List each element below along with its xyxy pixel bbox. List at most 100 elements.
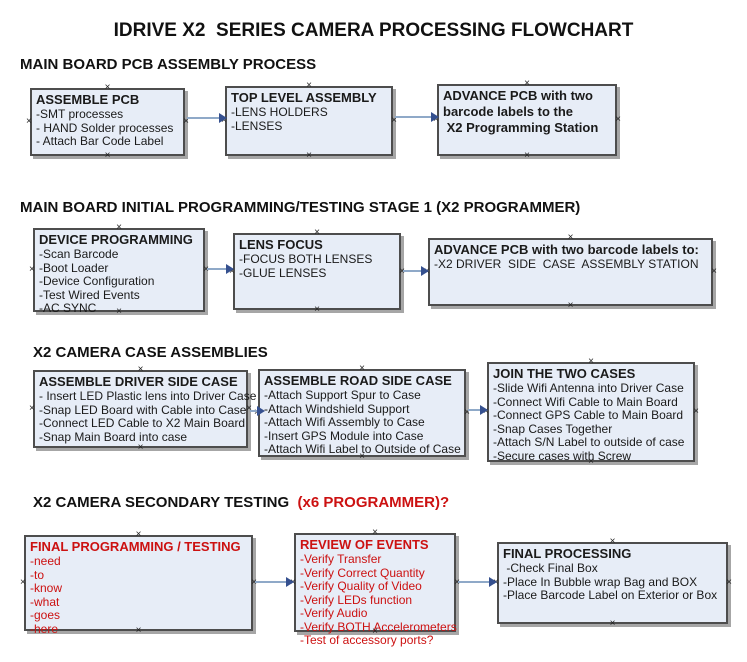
box-item: -Snap Cases Together <box>493 421 613 436</box>
section-heading-red-text: (x6 PROGRAMMER)? <box>293 494 450 511</box>
box-title: ADVANCE PCB with two barcode labels to: <box>434 242 699 257</box>
flow-box-assemble-driver-side-case: ASSEMBLE DRIVER SIDE CASE - Insert LED P… <box>29 365 257 453</box>
box-item: barcode labels to the <box>443 104 574 119</box>
box-item: - HAND Solder processes <box>36 120 174 135</box>
flow-box-assemble-road-side-case: ASSEMBLE ROAD SIDE CASE -Attach Support … <box>254 364 470 462</box>
connection-handle-icon: × <box>29 264 35 275</box>
connector-arrow-5 <box>250 406 265 416</box>
section-heading-text: MAIN BOARD PCB ASSEMBLY PROCESS <box>20 56 317 73</box>
box-item: -Test Wired Events <box>39 287 140 302</box>
box-item: -Boot Loader <box>39 260 109 275</box>
connection-handle-icon: × <box>711 266 717 277</box>
box-item: -Verify Quality of Video <box>300 579 422 593</box>
box-item: -Verify Correct Quantity <box>300 565 425 580</box>
box-items: -X2 DRIVER SIDE CASE ASSEMBLY STATION <box>434 257 707 272</box>
box-item: -need <box>30 554 61 568</box>
box-title: DEVICE PROGRAMMING <box>39 232 193 247</box>
box-items: -SMT processes- HAND Solder processes- A… <box>36 107 179 149</box>
box-items: -LENS HOLDERS-LENSES <box>231 105 387 133</box>
flow-box-join-the-two-cases: JOIN THE TWO CASES -Slide Wifi Antenna i… <box>483 357 699 467</box>
section-heading-text: X2 CAMERA SECONDARY TESTING <box>33 494 294 511</box>
connection-handle-icon: × <box>246 403 252 414</box>
connection-handle-icon: × <box>726 577 732 588</box>
box-item: - Insert LED Plastic lens into Driver Ca… <box>39 389 257 403</box>
flow-box-lens-focus: LENS FOCUS -FOCUS BOTH LENSES-GLUE LENSE… <box>229 228 405 315</box>
connection-handle-icon: × <box>314 304 320 315</box>
box-item: -SMT processes <box>36 107 124 121</box>
box-item: -Attach Wifi Assembly to Case <box>264 415 425 429</box>
connector-arrow-3 <box>207 264 234 274</box>
box-item: -LENSES <box>231 118 283 133</box>
box-item: -Test of accessory ports? <box>300 633 434 647</box>
flow-box-assemble-pcb: ASSEMBLE PCB -SMT processes- HAND Solder… <box>26 83 189 161</box>
box-item: -Connect Wifi Cable to Main Board <box>493 394 678 409</box>
box-items: -Slide Wifi Antenna into Driver Case-Con… <box>493 381 689 463</box>
box-item: -LENS HOLDERS <box>231 105 328 119</box>
box-item: -GLUE LENSES <box>239 265 327 280</box>
flow-box-final-programming-testing: FINAL PROGRAMMING / TESTING -need-to-kno… <box>20 530 257 636</box>
connection-handle-icon: × <box>524 150 530 161</box>
box-item: -X2 DRIVER SIDE CASE ASSEMBLY STATION <box>434 257 699 271</box>
box-item: -Attach Windshield Support <box>264 401 410 416</box>
box-item: -goes <box>30 608 61 622</box>
box-title: LENS FOCUS <box>239 237 323 252</box>
box-item: -Attach Wifi Label to Outside of Case <box>264 442 461 456</box>
flow-box-advance-pcb-driver-side-station: ADVANCE PCB with two barcode labels to: … <box>424 233 717 311</box>
connection-handle-icon: × <box>29 403 35 414</box>
box-item: -know <box>30 581 63 595</box>
box-items: -Check Final Box-Place In Bubble wrap Ba… <box>503 561 722 603</box>
flow-box-review-of-events: REVIEW OF EVENTS -Verify Transfer-Verify… <box>290 528 460 647</box>
section-heading-text: X2 CAMERA CASE ASSEMBLIES <box>33 344 268 361</box>
box-item: -Place Barcode Label on Exterior or Box <box>503 588 718 602</box>
connector-arrow-2 <box>395 112 439 122</box>
flow-box-final-processing: FINAL PROCESSING -Check Final Box-Place … <box>493 537 732 629</box>
section-heading-pcb-assembly: MAIN BOARD PCB ASSEMBLY PROCESS <box>20 56 316 73</box>
connector-arrow-7 <box>255 577 294 587</box>
box-item: -Snap LED Board with Cable into Case <box>39 402 247 417</box>
box-item: -here <box>30 621 59 636</box>
box-items: -need-to-know-what-goes-here <box>30 554 247 636</box>
connection-handle-icon: × <box>615 114 621 125</box>
box-items: -Verify Transfer-Verify Correct Quantity… <box>300 552 457 648</box>
box-item: - Attach Bar Code Label <box>36 134 164 148</box>
box-item: -Verify BOTH Accelerometers <box>300 619 457 634</box>
connector-arrow-1 <box>187 113 227 123</box>
box-title: ADVANCE PCB with two <box>443 88 593 103</box>
box-title: ASSEMBLE PCB <box>36 92 140 107</box>
box-item: -Snap Main Board into case <box>39 429 188 444</box>
connection-handle-icon: × <box>609 618 616 629</box>
box-item: -Verify Audio <box>300 606 368 620</box>
box-title: TOP LEVEL ASSEMBLY <box>231 90 377 105</box>
box-title: JOIN THE TWO CASES <box>493 366 636 381</box>
box-title: FINAL PROGRAMMING / TESTING <box>30 539 241 554</box>
connector-arrow-8 <box>458 577 497 587</box>
box-item: -Device Configuration <box>39 274 155 288</box>
box-item: -Slide Wifi Antenna into Driver Case <box>493 381 684 395</box>
box-item: X2 Programming Station <box>443 120 599 135</box>
connection-handle-icon: × <box>20 577 26 588</box>
box-item: -Attach S/N Label to outside of case <box>493 435 685 449</box>
box-title: REVIEW OF EVENTS <box>300 537 429 552</box>
box-items: - Insert LED Plastic lens into Driver Ca… <box>39 389 257 444</box>
connection-handle-icon: × <box>567 300 574 311</box>
connection-handle-icon: × <box>26 116 32 127</box>
box-title: ASSEMBLE DRIVER SIDE CASE <box>39 374 238 389</box>
box-items: barcode labels to the X2 Programming Sta… <box>443 104 611 136</box>
box-item: -Verify LEDs function <box>300 592 413 607</box>
connection-handle-icon: × <box>104 150 111 161</box>
connector-arrow-6 <box>468 405 488 415</box>
connector-arrow-4 <box>403 266 429 276</box>
box-item: -FOCUS BOTH LENSES <box>239 252 373 266</box>
box-item: -Check Final Box <box>503 561 598 575</box>
connection-handle-icon: × <box>251 577 257 588</box>
connection-handle-icon: × <box>306 150 312 161</box>
flow-box-device-programming: DEVICE PROGRAMMING -Scan Barcode-Boot Lo… <box>29 223 209 317</box>
box-item: -Attach Support Spur to Case <box>264 388 421 402</box>
box-item: -Secure cases with Screw <box>493 448 632 463</box>
flow-box-advance-pcb-programming-station: ADVANCE PCB with two barcode labels to t… <box>433 79 621 161</box>
section-heading-initial-programming: MAIN BOARD INITIAL PROGRAMMING/TESTING S… <box>20 199 580 216</box>
connection-handle-icon: × <box>203 264 209 275</box>
connection-handle-icon: × <box>137 442 144 453</box>
box-items: -Attach Support Spur to Case-Attach Wind… <box>264 388 461 457</box>
